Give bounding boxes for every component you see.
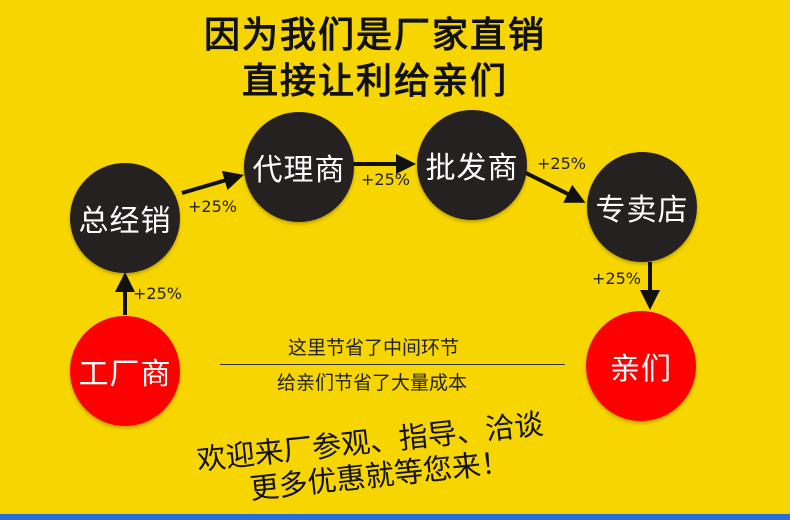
node-customers: 亲们 bbox=[586, 311, 696, 421]
node-store: 专卖店 bbox=[587, 152, 697, 262]
node-agent: 代理商 bbox=[244, 112, 354, 222]
node-factory: 工厂商 bbox=[70, 316, 180, 426]
markup-agent-to-wholesaler: +25% bbox=[361, 170, 410, 189]
savings-note-bottom: 给亲们节省了大量成本 bbox=[277, 372, 468, 394]
arrow-general-to-agent bbox=[181, 170, 244, 195]
node-general-distributor: 总经销 bbox=[70, 163, 180, 273]
markup-store-to-customers: +25% bbox=[592, 269, 641, 288]
savings-divider bbox=[220, 364, 565, 365]
headline-line-1: 因为我们是厂家直销 bbox=[203, 15, 546, 56]
bottom-accent-bar bbox=[0, 514, 790, 520]
markup-general-to-agent: +25% bbox=[188, 197, 237, 216]
arrow-wholesaler-to-store bbox=[523, 170, 586, 203]
markup-factory-to-general: +25% bbox=[133, 284, 182, 303]
node-wholesaler: 批发商 bbox=[417, 110, 527, 220]
markup-wholesaler-to-store: +25% bbox=[537, 154, 586, 173]
headline-line-2: 直接让利给亲们 bbox=[241, 61, 508, 102]
savings-note-top: 这里节省了中间环节 bbox=[288, 337, 460, 359]
